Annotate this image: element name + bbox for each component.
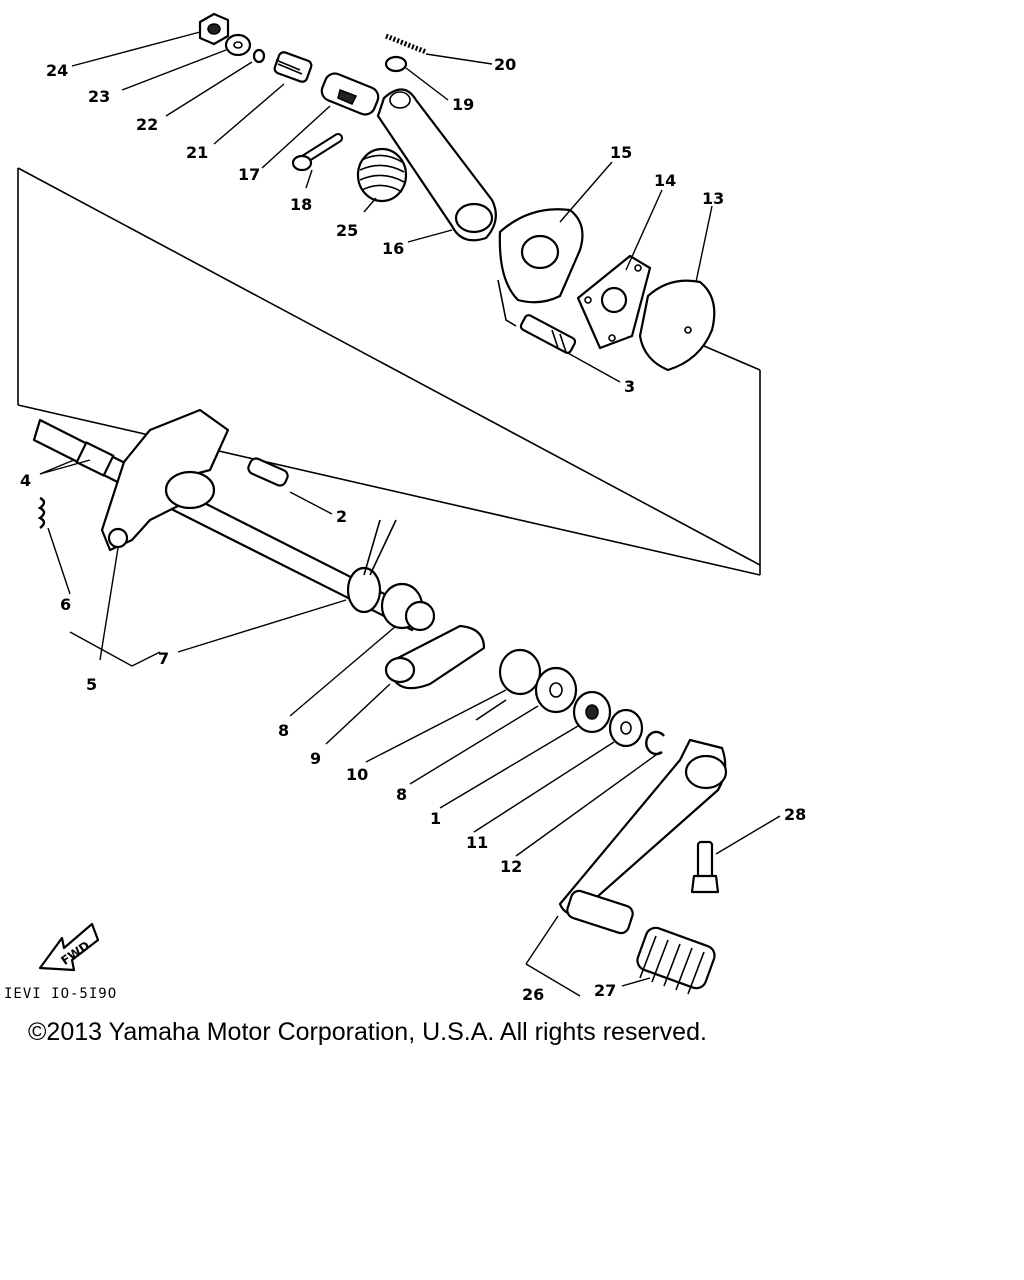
collar-1 xyxy=(572,690,612,734)
spring-6 xyxy=(37,496,46,529)
washer-23 xyxy=(224,33,252,57)
spring-25 xyxy=(356,147,408,203)
plate-13 xyxy=(638,279,716,372)
shift-pedal-26 xyxy=(558,738,728,935)
oil-seal-8 xyxy=(380,582,436,632)
callout-22: 22 xyxy=(136,115,158,134)
pin-18 xyxy=(291,133,343,172)
bolt-28 xyxy=(690,840,720,894)
figure-code: IEVI IO-5I9O xyxy=(4,986,118,1002)
washer-11 xyxy=(608,708,644,748)
callout-27: 27 xyxy=(594,981,616,1000)
callout-25: 25 xyxy=(336,221,358,240)
plate-15 xyxy=(497,208,584,327)
callout-2: 2 xyxy=(336,507,347,526)
washer-19 xyxy=(384,55,408,73)
plate-14 xyxy=(576,254,652,350)
copyright-notice: ©2013 Yamaha Motor Corporation, U.S.A. A… xyxy=(28,1018,707,1046)
pedal-rubber-27 xyxy=(636,926,716,995)
shift-arm-16 xyxy=(376,88,497,242)
cotter-pin-20 xyxy=(385,33,427,55)
assembly-bracket xyxy=(17,167,761,576)
callout-9: 9 xyxy=(310,749,321,768)
nut-24 xyxy=(198,12,230,46)
callout-14: 14 xyxy=(654,171,676,190)
o-ring-22 xyxy=(252,48,266,64)
spring-10 xyxy=(475,648,542,721)
callout-16: 16 xyxy=(382,239,404,258)
callout-5: 5 xyxy=(86,675,97,694)
callout-17: 17 xyxy=(238,165,260,184)
callout-11: 11 xyxy=(466,833,488,852)
callout-10: 10 xyxy=(346,765,368,784)
callout-labels: 1 2 3 4 5 6 7 8 8 9 10 11 12 13 14 15 16… xyxy=(20,55,806,1004)
callout-3: 3 xyxy=(624,377,635,396)
collar-2 xyxy=(247,457,289,487)
callout-23: 23 xyxy=(88,87,110,106)
callout-15: 15 xyxy=(610,143,632,162)
callout-20: 20 xyxy=(494,55,516,74)
callout-21: 21 xyxy=(186,143,208,162)
callout-28: 28 xyxy=(784,805,806,824)
callout-8-bottom: 8 xyxy=(396,785,407,804)
spring-7 xyxy=(346,519,397,614)
fwd-arrow-icon: FWD xyxy=(38,922,100,972)
callout-8-top: 8 xyxy=(278,721,289,740)
callout-6: 6 xyxy=(60,595,71,614)
callout-26: 26 xyxy=(522,985,544,1004)
callout-13: 13 xyxy=(702,189,724,208)
callout-4: 4 xyxy=(20,471,31,490)
exploded-parts-diagram: FWD 1 2 xyxy=(17,12,806,1004)
callout-12: 12 xyxy=(500,857,522,876)
callout-24: 24 xyxy=(46,61,68,80)
adjust-bolt-21 xyxy=(273,51,313,83)
shift-lever-5 xyxy=(100,408,230,552)
joint-17 xyxy=(320,72,380,116)
callout-18: 18 xyxy=(290,195,312,214)
leader-lines xyxy=(39,31,781,997)
stopper-bolt-3 xyxy=(519,314,577,354)
callout-19: 19 xyxy=(452,95,474,114)
callout-7: 7 xyxy=(158,649,169,668)
arm-9 xyxy=(384,624,486,690)
washer-8 xyxy=(534,666,578,714)
circlip-12 xyxy=(645,730,665,756)
callout-1: 1 xyxy=(430,809,441,828)
